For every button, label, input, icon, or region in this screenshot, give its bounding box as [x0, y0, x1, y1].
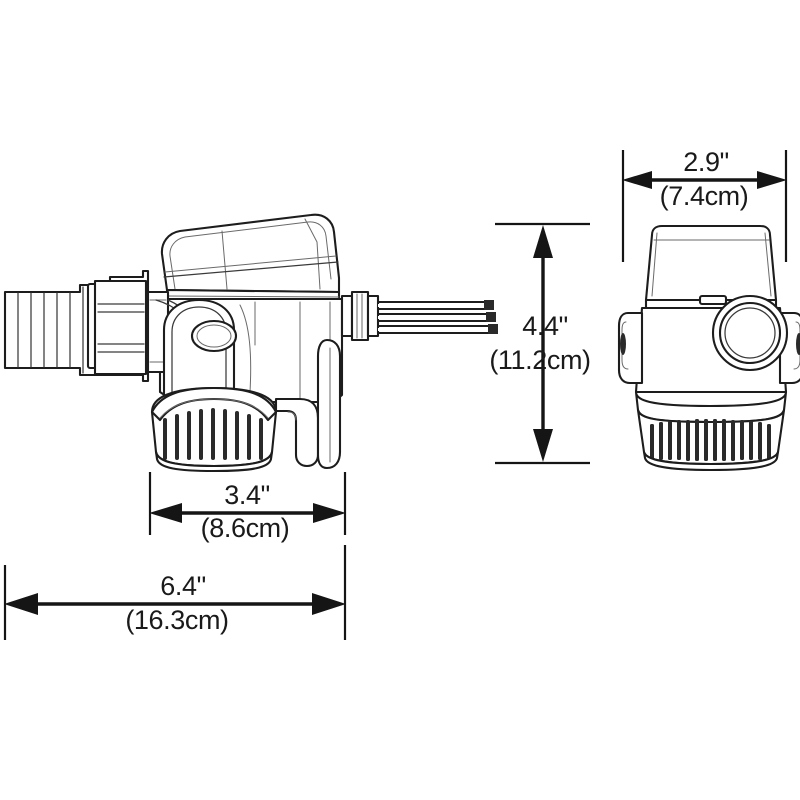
- threaded-collar-nut: [86, 269, 150, 383]
- front-view-pump: [617, 224, 800, 472]
- dimension-overall-length-inches: 6.4": [160, 571, 206, 601]
- cable-gland: [340, 290, 380, 342]
- dimension-body-width: 3.4" (8.6cm): [148, 472, 347, 543]
- strainer-slots-front: [650, 419, 771, 461]
- strainer-base-front: [636, 408, 786, 472]
- strainer-slots: [163, 408, 263, 460]
- dimension-height: 4.4" (11.2cm): [489, 222, 591, 465]
- dimension-height-inches: 4.4": [522, 311, 568, 341]
- dimension-front-width: 2.9" (7.4cm): [621, 147, 788, 262]
- strainer-base: [150, 386, 278, 473]
- discharge-port-circle: [711, 294, 789, 372]
- wire-leads: [378, 300, 498, 334]
- dimension-front-width-metric: (7.4cm): [660, 181, 749, 211]
- side-view-pump: [3, 213, 498, 473]
- dimension-height-metric: (11.2cm): [489, 345, 590, 375]
- motor-housing: [146, 213, 344, 404]
- dimension-body-width-inches: 3.4": [224, 480, 270, 510]
- dimension-body-width-metric: (8.6cm): [201, 513, 290, 543]
- dimension-overall-length-metric: (16.3cm): [125, 605, 228, 635]
- dimension-front-width-inches: 2.9": [683, 147, 729, 177]
- dimension-overall-length: 6.4" (16.3cm): [3, 545, 347, 640]
- mounting-bracket: [274, 338, 342, 470]
